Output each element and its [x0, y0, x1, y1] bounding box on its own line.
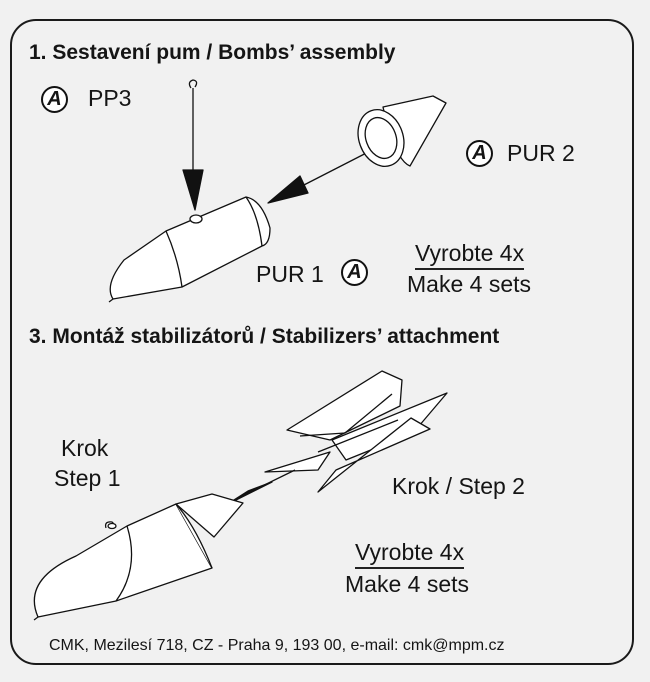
- part-a-badge-pur1: A: [341, 259, 368, 286]
- stabilizer-fins: [264, 370, 448, 493]
- pur1-label: PUR 1: [256, 261, 324, 287]
- part-a-badge-pur2: A: [466, 140, 493, 167]
- pp3-hook-part: [188, 79, 198, 170]
- step-1-cz-label: Krok: [61, 435, 109, 461]
- part-a-badge-pp3: A: [41, 86, 68, 113]
- section-1-title: 1. Sestavení pum / Bombs’ assembly: [29, 41, 396, 64]
- make-count-cz-3: Vyrobte 4x: [355, 539, 465, 569]
- make-count-en-1: Make 4 sets: [407, 271, 531, 297]
- make-count-en-3: Make 4 sets: [345, 571, 469, 597]
- step-2-label: Krok / Step 2: [392, 473, 525, 499]
- stage3-bomb-body: [33, 493, 244, 621]
- section-3-title: 3. Montáž stabilizátorů / Stabilizers’ a…: [29, 325, 500, 348]
- footer-contact: CMK, Mezilesí 718, CZ - Praha 9, 193 00,…: [49, 637, 505, 654]
- step-1-en-label: Step 1: [54, 465, 121, 491]
- pp3-arrow: [182, 169, 204, 211]
- pur1-bomb-body: [108, 196, 271, 303]
- pur2-label: PUR 2: [507, 140, 575, 166]
- pur2-nose-cone: [357, 95, 447, 167]
- pp3-label: PP3: [88, 85, 132, 111]
- make-count-cz-1: Vyrobte 4x: [415, 240, 525, 270]
- diagram-frame: [10, 19, 634, 665]
